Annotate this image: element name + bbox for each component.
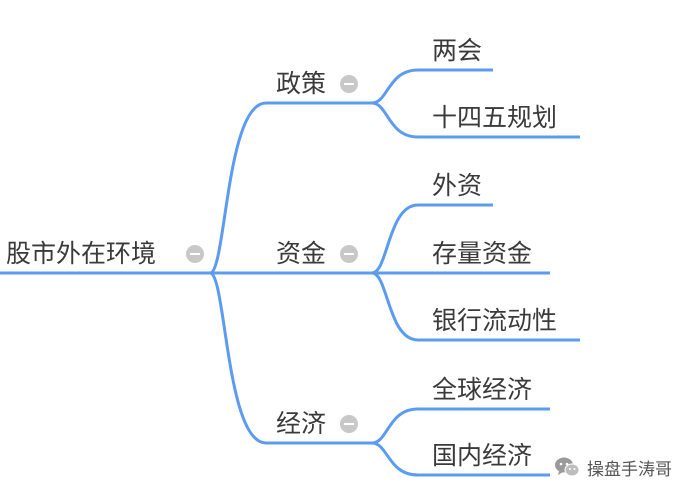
root-node-label[interactable]: 股市外在环境 <box>6 239 157 268</box>
leaf-node-label[interactable]: 存量资金 <box>432 239 533 268</box>
connector-economy-global <box>371 407 419 445</box>
leaf-node-label[interactable]: 银行流动性 <box>432 306 558 335</box>
wechat-icon <box>555 457 580 477</box>
leaf-node-label[interactable]: 十四五规划 <box>432 103 558 132</box>
connector-root-economy <box>209 271 267 445</box>
connector-policy-lianghui <box>371 68 419 105</box>
branch-node-label-policy[interactable]: 政策 <box>276 69 327 98</box>
leaf-node-label[interactable]: 国内经济 <box>432 441 533 470</box>
connector-funds-liquidity <box>371 271 419 342</box>
watermark: 操盘手涛哥 <box>553 453 672 481</box>
watermark-text: 操盘手涛哥 <box>587 459 672 480</box>
branch-node-label-funds[interactable]: 资金 <box>276 239 327 268</box>
branch-node-label-economy[interactable]: 经济 <box>276 409 327 438</box>
connector-root-policy <box>209 101 267 275</box>
collapse-minus-icon[interactable] <box>340 415 358 433</box>
leaf-node-label[interactable]: 全球经济 <box>432 375 533 404</box>
collapse-minus-icon[interactable] <box>186 245 204 263</box>
leaf-node-label[interactable]: 外资 <box>432 171 483 200</box>
collapse-minus-icon[interactable] <box>340 245 358 263</box>
leaf-node-label[interactable]: 两会 <box>432 36 483 65</box>
collapse-minus-icon[interactable] <box>340 75 358 93</box>
connector-policy-14th-plan <box>371 101 419 139</box>
connector-funds-foreign <box>371 203 419 275</box>
connector-economy-domestic <box>371 441 419 477</box>
